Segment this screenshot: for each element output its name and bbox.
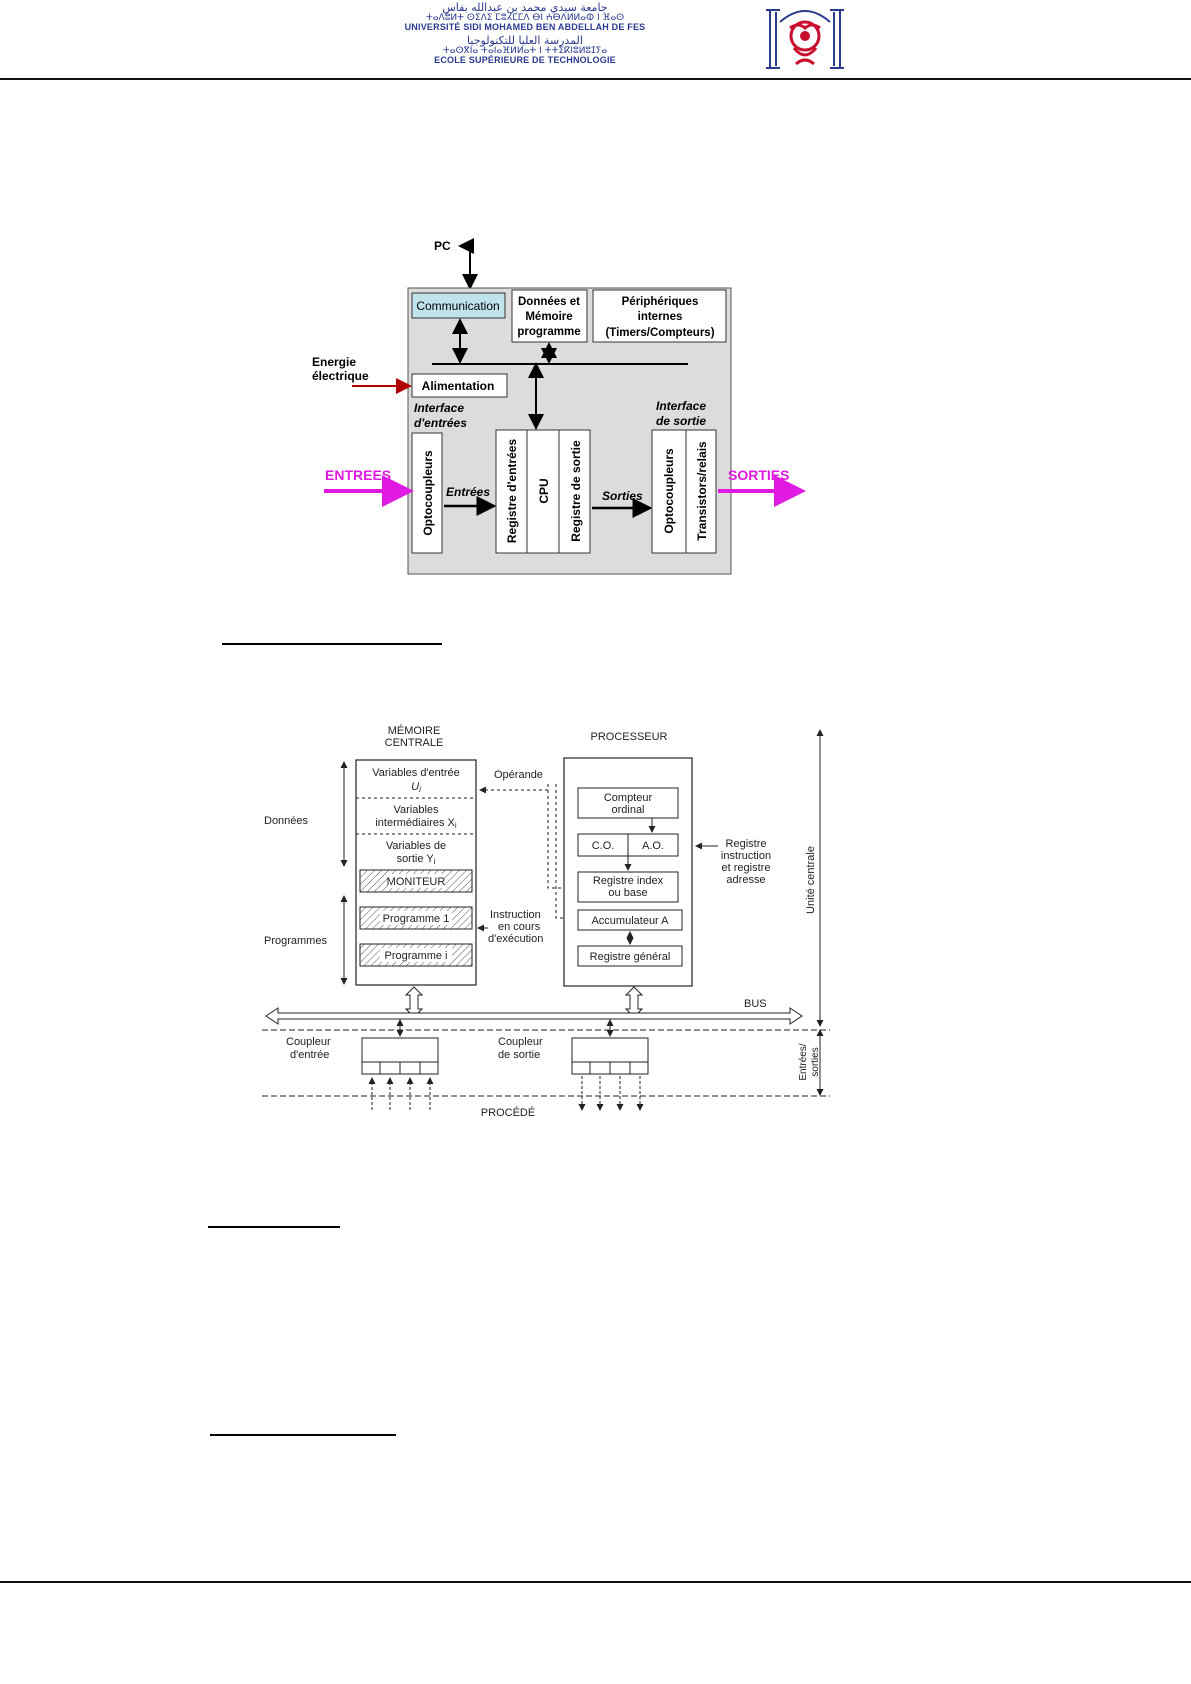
instr-register-line2: instruction xyxy=(721,850,771,862)
index-register-line1: Registre index xyxy=(593,875,664,887)
output-variables-line1: Variables de xyxy=(386,840,446,852)
monitor-label: MONITEUR xyxy=(387,876,446,888)
data-label: Données xyxy=(264,815,309,827)
inputs-label: ENTREES xyxy=(325,467,391,483)
pc-link-arrow xyxy=(458,238,478,290)
index-register-block xyxy=(577,871,679,903)
output-optocoupler-label: Optocoupleurs xyxy=(662,448,676,534)
data-memory-line3: programme xyxy=(517,326,580,338)
power-supply-label: Alimentation xyxy=(422,379,495,393)
program1-label: Programme 1 xyxy=(383,913,450,925)
instr-register-line1: Registre xyxy=(726,838,767,850)
power-supply-block xyxy=(411,373,508,398)
input-optocoupler-block xyxy=(411,432,443,554)
input-variables-line1: Variables d'entrée xyxy=(372,767,460,779)
output-register-label: Registre de sortie xyxy=(569,440,583,542)
footer-rule xyxy=(0,1581,1191,1583)
section-heading-underline-2 xyxy=(208,1226,340,1228)
input-coupler-line2: d'entrée xyxy=(290,1049,329,1061)
header-french-school: ECOLE SUPÉRIEURE DE TECHNOLOGIE xyxy=(434,55,616,66)
output-variables-line2: sortie Yi xyxy=(397,853,436,866)
input-interface-line1: Interface xyxy=(414,401,464,415)
data-memory-block xyxy=(511,289,588,343)
memory-title-line2: CENTRALE xyxy=(385,737,444,749)
instruction-dashed-link xyxy=(555,784,576,919)
header-french-university: UNIVERSITÉ SIDI MOHAMED BEN ABDELLAH DE … xyxy=(404,21,646,32)
co-label: C.O. xyxy=(592,840,615,852)
output-interface-group xyxy=(651,429,717,554)
program-counter-block xyxy=(577,787,679,819)
peripherals-line1: Périphériques xyxy=(622,296,699,308)
input-interface-line2: d'entrées xyxy=(414,416,467,430)
program1-label-bg xyxy=(380,911,452,925)
index-register-line2: ou base xyxy=(608,887,647,899)
programi-label: Programme i xyxy=(385,950,448,962)
accumulator-block xyxy=(577,909,683,931)
program-counter-line1: Compteur xyxy=(604,792,653,804)
inputs-small-label: Entrées xyxy=(446,485,490,499)
energy-label-line1: Energie xyxy=(312,355,356,369)
header-text-block: جامعة سيدي محمد بن عبدالله بفاس ⵜⴰⴷⵓⵍⵜ ⵙ… xyxy=(360,2,690,66)
output-interface-line2: de sortie xyxy=(656,414,706,428)
outputs-small-label: Sorties xyxy=(602,489,643,503)
plc-structure-diagram: PC Communication Données et Mémoire prog… xyxy=(312,238,806,575)
input-optocoupler-label: Optocoupleurs xyxy=(421,450,435,536)
system-bus xyxy=(265,1007,803,1025)
instr-register-line3: et registre xyxy=(722,862,771,874)
instr-register-line4: adresse xyxy=(726,874,765,886)
section-heading-underline-1 xyxy=(222,643,442,645)
output-coupler-line1: Coupleur xyxy=(498,1036,543,1048)
process-label: PROCÉDÉ xyxy=(481,1106,535,1119)
output-coupler-line2: de sortie xyxy=(498,1049,540,1061)
header-rule xyxy=(0,78,1191,80)
io-label-line1: Entrées/ xyxy=(798,1043,809,1080)
io-label-line2: sorties xyxy=(810,1047,821,1076)
input-coupler-line1: Coupleur xyxy=(286,1036,331,1048)
communication-block xyxy=(411,292,506,319)
general-register-label: Registre général xyxy=(590,951,671,963)
processor-title: PROCESSEUR xyxy=(590,731,667,743)
ao-label: A.O. xyxy=(642,840,664,852)
instruction-line1: Instruction xyxy=(490,909,541,921)
input-variables-line2: Ui xyxy=(411,781,421,794)
cpu-label: CPU xyxy=(537,478,551,503)
header-tifinagh-university: ⵜⴰⴷⵓⵍⵜ ⵙⵉⴷⵉ ⵎⵓⵃⵎⵎⴷ ⴱⵏ ⵄⴱⴷⵍⵍⴰⵀ ⵏ ⴼⴰⵙ xyxy=(425,12,625,23)
instruction-line3: d'exécution xyxy=(488,933,543,945)
monitor-label-bg xyxy=(388,874,444,888)
peripherals-line2: internes xyxy=(638,311,683,323)
pc-label: PC xyxy=(434,239,451,253)
general-register-block xyxy=(577,945,683,967)
memory-title-line1: MÉMOIRE xyxy=(388,724,441,737)
header-arabic-school: المدرسة العليا للتكنولوجيا xyxy=(467,34,583,48)
energy-label-line2: électrique xyxy=(312,369,369,383)
operand-label: Opérande xyxy=(494,769,543,781)
peripherals-line3: (Timers/Compteurs) xyxy=(605,327,714,339)
output-interface-line1: Interface xyxy=(656,399,706,413)
communication-label: Communication xyxy=(416,299,499,313)
peripherals-block xyxy=(592,289,727,343)
data-memory-line2: Mémoire xyxy=(525,311,572,323)
header-arabic-university: جامعة سيدي محمد بن عبدالله بفاس xyxy=(442,1,608,14)
header-tifinagh-school: ⵜⴰⵙⴳⵏⴰ ⵜⴰⵏⴰⴼⵍⵍⴰⵜ ⵏ ⵜⵜⵉⴽⵏⵓⵍⵓⵊⵢⴰ xyxy=(442,45,608,56)
intermediate-variables-line2: intermédiaires Xi xyxy=(375,817,456,830)
accumulator-label: Accumulateur A xyxy=(591,915,669,927)
intermediate-variables-line1: Variables xyxy=(393,804,439,816)
data-memory-line1: Données et xyxy=(518,296,580,308)
university-logo-icon xyxy=(766,9,844,69)
operand-dashed-link xyxy=(479,784,549,794)
central-unit-diagram: MÉMOIRE CENTRALE PROCESSEUR Variables d'… xyxy=(262,724,830,1119)
instruction-line2: en cours xyxy=(498,921,541,933)
programi-label-bg xyxy=(380,948,452,962)
cpu-group xyxy=(495,429,591,554)
programs-label: Programmes xyxy=(264,935,327,947)
section-heading-underline-3 xyxy=(210,1434,396,1436)
input-coupler-block xyxy=(361,1037,439,1075)
input-register-label: Registre d'entrées xyxy=(505,439,519,544)
program-counter-line2: ordinal xyxy=(611,804,644,816)
transistors-label: Transistors/relais xyxy=(695,441,709,541)
outputs-label: SORTIES xyxy=(728,467,789,483)
central-unit-label: Unité centrale xyxy=(805,846,817,914)
bus-label: BUS xyxy=(744,998,767,1010)
